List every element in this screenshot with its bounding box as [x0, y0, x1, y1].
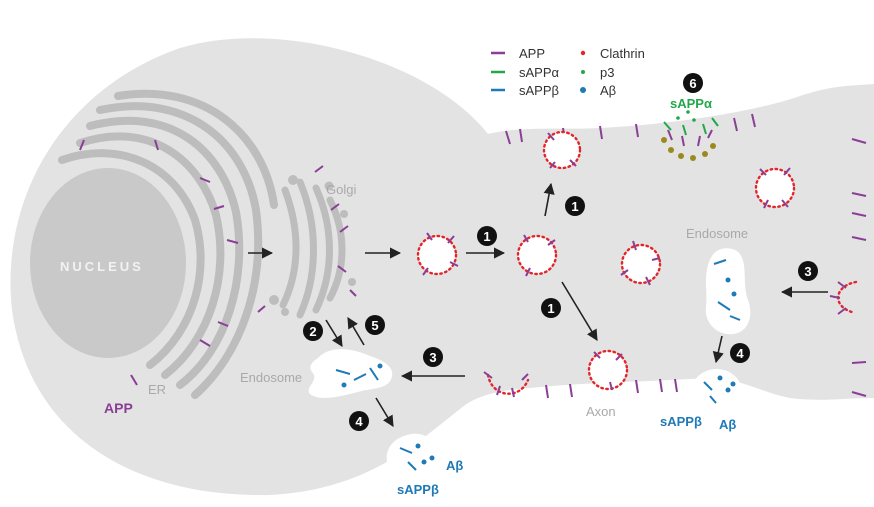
exo-vesicle-right-content: [703, 375, 736, 404]
legend-item-sapp-alpha: sAPPα: [491, 65, 560, 80]
svg-text:1: 1: [483, 229, 490, 244]
endosome-right-label: Endosome: [686, 226, 748, 241]
legend-item-p3: p3: [581, 65, 614, 80]
vesicle-top: [542, 130, 582, 170]
step-badge-3-left: 3: [423, 347, 443, 367]
pathway-arrows: [248, 182, 828, 427]
endosome-left: [308, 349, 393, 398]
step-badge-4-right: 4: [730, 343, 750, 363]
svg-text:6: 6: [689, 76, 696, 91]
svg-text:Clathrin: Clathrin: [600, 46, 645, 61]
golgi-label: Golgi: [326, 182, 356, 197]
step-badge-5: 5: [365, 315, 385, 335]
er-app: [79, 139, 239, 386]
step-badge-3-right: 3: [798, 261, 818, 281]
arrow-center-to-top: [543, 182, 555, 217]
svg-text:1: 1: [547, 301, 554, 316]
legend-item-app: APP: [491, 46, 545, 61]
svg-text:Aβ: Aβ: [600, 83, 616, 98]
step-badge-6: 6: [683, 73, 703, 93]
svg-text:3: 3: [804, 264, 811, 279]
svg-text:APP: APP: [519, 46, 545, 61]
svg-text:5: 5: [371, 318, 378, 333]
clathrin-pit-axon: [486, 373, 530, 395]
sapp-beta-right-label: sAPPβ: [660, 414, 702, 429]
exo-vesicle-right: [691, 368, 742, 409]
step-badge-1a: 1: [565, 196, 585, 216]
endosome-right-content: [713, 259, 741, 321]
svg-text:p3: p3: [600, 65, 614, 80]
legend-item-abeta: Aβ: [580, 83, 616, 98]
svg-text:4: 4: [736, 346, 744, 361]
axon-label: Axon: [586, 404, 616, 419]
endosome-left-content: [335, 363, 383, 388]
sapp-beta-left-label: sAPPβ: [397, 482, 439, 497]
app-label: APP: [104, 400, 133, 416]
golgi-vesicles: [269, 175, 356, 316]
er-label: ER: [148, 382, 166, 397]
svg-text:sAPPβ: sAPPβ: [519, 83, 559, 98]
step-badge-1b: 1: [477, 226, 497, 246]
vesicle-golgi-exit: [416, 234, 458, 276]
endosome-left-label: Endosome: [240, 370, 302, 385]
legend-item-sapp-beta: sAPPβ: [491, 83, 559, 98]
sapp-alpha-label: sAPPα: [670, 96, 712, 111]
svg-text:1: 1: [571, 199, 578, 214]
arrow-golgi-to-endosome: [325, 319, 343, 347]
step-badges: 1 1 1 2 3 3 4 4: [303, 73, 818, 431]
arrow-endosome-to-exo-right: [712, 335, 724, 364]
vesicle-mid: [620, 243, 662, 285]
golgi-app: [257, 165, 357, 313]
step-badge-1c: 1: [541, 298, 561, 318]
legend: APP sAPPα sAPPβ Clathrin p3 Aβ: [491, 46, 645, 98]
step-badge-2: 2: [303, 321, 323, 341]
svg-text:sAPPα: sAPPα: [519, 65, 560, 80]
clathrin-pit-right: [837, 280, 858, 314]
nucleus: [30, 168, 186, 358]
svg-text:4: 4: [355, 414, 363, 429]
vesicle-center: [516, 234, 558, 276]
arrow-endosome-to-exo-left: [375, 397, 394, 427]
arrow-center-to-bottom: [561, 281, 598, 341]
alpha-secretase-site: [661, 110, 719, 161]
step-badge-4-left: 4: [349, 411, 369, 431]
nucleus-label: NUCLEUS: [60, 259, 144, 274]
svg-text:3: 3: [429, 350, 436, 365]
vesicle-bottom: [587, 349, 629, 391]
exo-vesicle-left: [386, 433, 437, 479]
exo-vesicle-left-content: [399, 443, 435, 471]
endoplasmic-reticulum: [58, 89, 278, 399]
arrow-endosome-to-golgi: [347, 317, 365, 346]
endosome-right: [705, 248, 751, 335]
clathrin-vesicles: [416, 130, 858, 395]
svg-text:2: 2: [309, 324, 316, 339]
golgi-apparatus: [279, 178, 346, 319]
abeta-right-label: Aβ: [719, 417, 736, 432]
legend-item-clathrin: Clathrin: [580, 46, 645, 61]
vesicle-top-right: [754, 167, 796, 209]
vesicle-app: [422, 132, 847, 398]
abeta-left-label: Aβ: [446, 458, 463, 473]
